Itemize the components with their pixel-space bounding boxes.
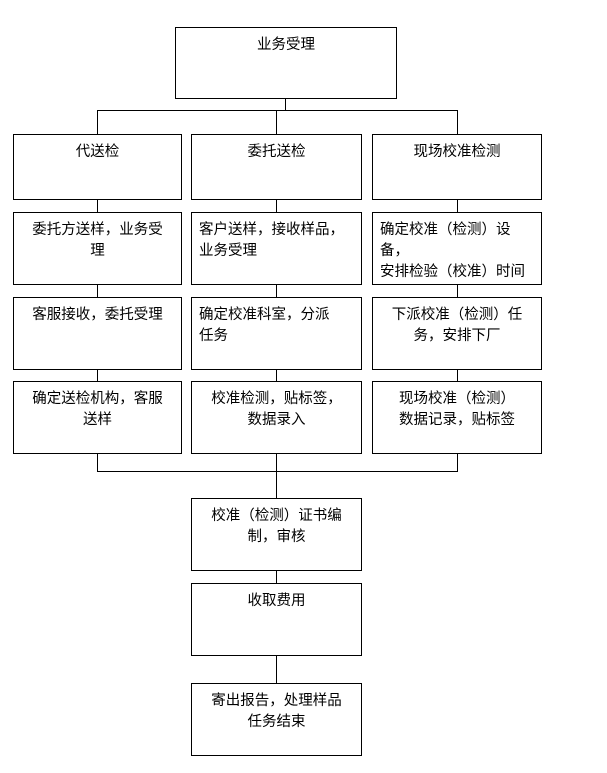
node-branch-3-step-1[interactable]: 确定校准（检测）设备， 安排检验（校准）时间: [372, 212, 542, 285]
node-branch-2-step-3-label: 校准检测，贴标签， 数据录入: [211, 391, 342, 429]
connector-c3-s1-to-s2: [457, 284, 458, 298]
node-branch-2-step-1-label: 客户送样，接收样品， 业务受理: [199, 222, 344, 260]
node-start[interactable]: 业务受理: [175, 27, 397, 99]
connector-merge-down: [276, 471, 277, 499]
node-branch-1-step-2-label: 客服接收，委托受理: [32, 307, 163, 323]
node-branch-3-header-label: 现场校准检测: [413, 144, 501, 160]
connector-start-down: [285, 98, 286, 111]
node-branch-1-header-label: 代送检: [75, 144, 120, 160]
node-tail-2[interactable]: 收取费用: [191, 583, 362, 656]
node-branch-3-step-3[interactable]: 现场校准（检测） 数据记录，贴标签: [372, 381, 542, 454]
connector-split-drop-1: [97, 110, 98, 135]
connector-c3-to-merge: [457, 453, 458, 472]
node-branch-1-step-2[interactable]: 客服接收，委托受理: [13, 297, 182, 370]
node-tail-1-label: 校准（检测）证书编 制，审核: [211, 508, 342, 546]
connector-c1-to-merge: [97, 453, 98, 472]
node-tail-2-label: 收取费用: [247, 593, 306, 609]
connector-split-bar: [97, 110, 458, 111]
node-branch-3-step-1-label: 确定校准（检测）设备， 安排检验（校准）时间: [380, 222, 525, 281]
node-start-label: 业务受理: [257, 37, 315, 53]
connector-c1-s1-to-s2: [97, 284, 98, 298]
connector-c3-s2-to-s3: [457, 369, 458, 382]
connector-tail-2-to-3: [276, 655, 277, 684]
node-branch-3-step-2[interactable]: 下派校准（检测）任 务，安排下厂: [372, 297, 542, 370]
connector-split-drop-3: [457, 110, 458, 135]
node-branch-3-step-2-label: 下派校准（检测）任 务，安排下厂: [391, 307, 523, 345]
node-branch-3-step-3-label: 现场校准（检测） 数据记录，贴标签: [399, 391, 515, 429]
node-branch-2-step-1[interactable]: 客户送样，接收样品， 业务受理: [191, 212, 362, 285]
connector-c3-h-to-s1: [457, 199, 458, 213]
connector-split-drop-2: [276, 110, 277, 135]
node-tail-3[interactable]: 寄出报告，处理样品 任务结束: [191, 683, 362, 756]
node-branch-1-step-1-label: 委托方送样，业务受 理: [32, 222, 163, 260]
node-branch-2-header[interactable]: 委托送检: [191, 134, 362, 200]
node-branch-2-step-3[interactable]: 校准检测，贴标签， 数据录入: [191, 381, 362, 454]
connector-c2-h-to-s1: [276, 199, 277, 213]
connector-c1-h-to-s1: [97, 199, 98, 213]
connector-c2-to-merge: [276, 453, 277, 472]
node-branch-2-header-label: 委托送检: [247, 144, 306, 160]
node-branch-2-step-2-label: 确定校准科室，分派 任务: [199, 307, 330, 345]
node-branch-1-step-3[interactable]: 确定送检机构，客服 送样: [13, 381, 182, 454]
node-branch-1-step-1[interactable]: 委托方送样，业务受 理: [13, 212, 182, 285]
node-branch-1-header[interactable]: 代送检: [13, 134, 182, 200]
node-branch-1-step-3-label: 确定送检机构，客服 送样: [32, 391, 163, 429]
node-branch-3-header[interactable]: 现场校准检测: [372, 134, 542, 200]
node-branch-2-step-2[interactable]: 确定校准科室，分派 任务: [191, 297, 362, 370]
connector-tail-1-to-2: [276, 570, 277, 584]
connector-c1-s2-to-s3: [97, 369, 98, 382]
connector-c2-s2-to-s3: [276, 369, 277, 382]
node-tail-1[interactable]: 校准（检测）证书编 制，审核: [191, 498, 362, 571]
connector-merge-bar: [97, 471, 458, 472]
connector-c2-s1-to-s2: [276, 284, 277, 298]
node-tail-3-label: 寄出报告，处理样品 任务结束: [211, 693, 342, 731]
